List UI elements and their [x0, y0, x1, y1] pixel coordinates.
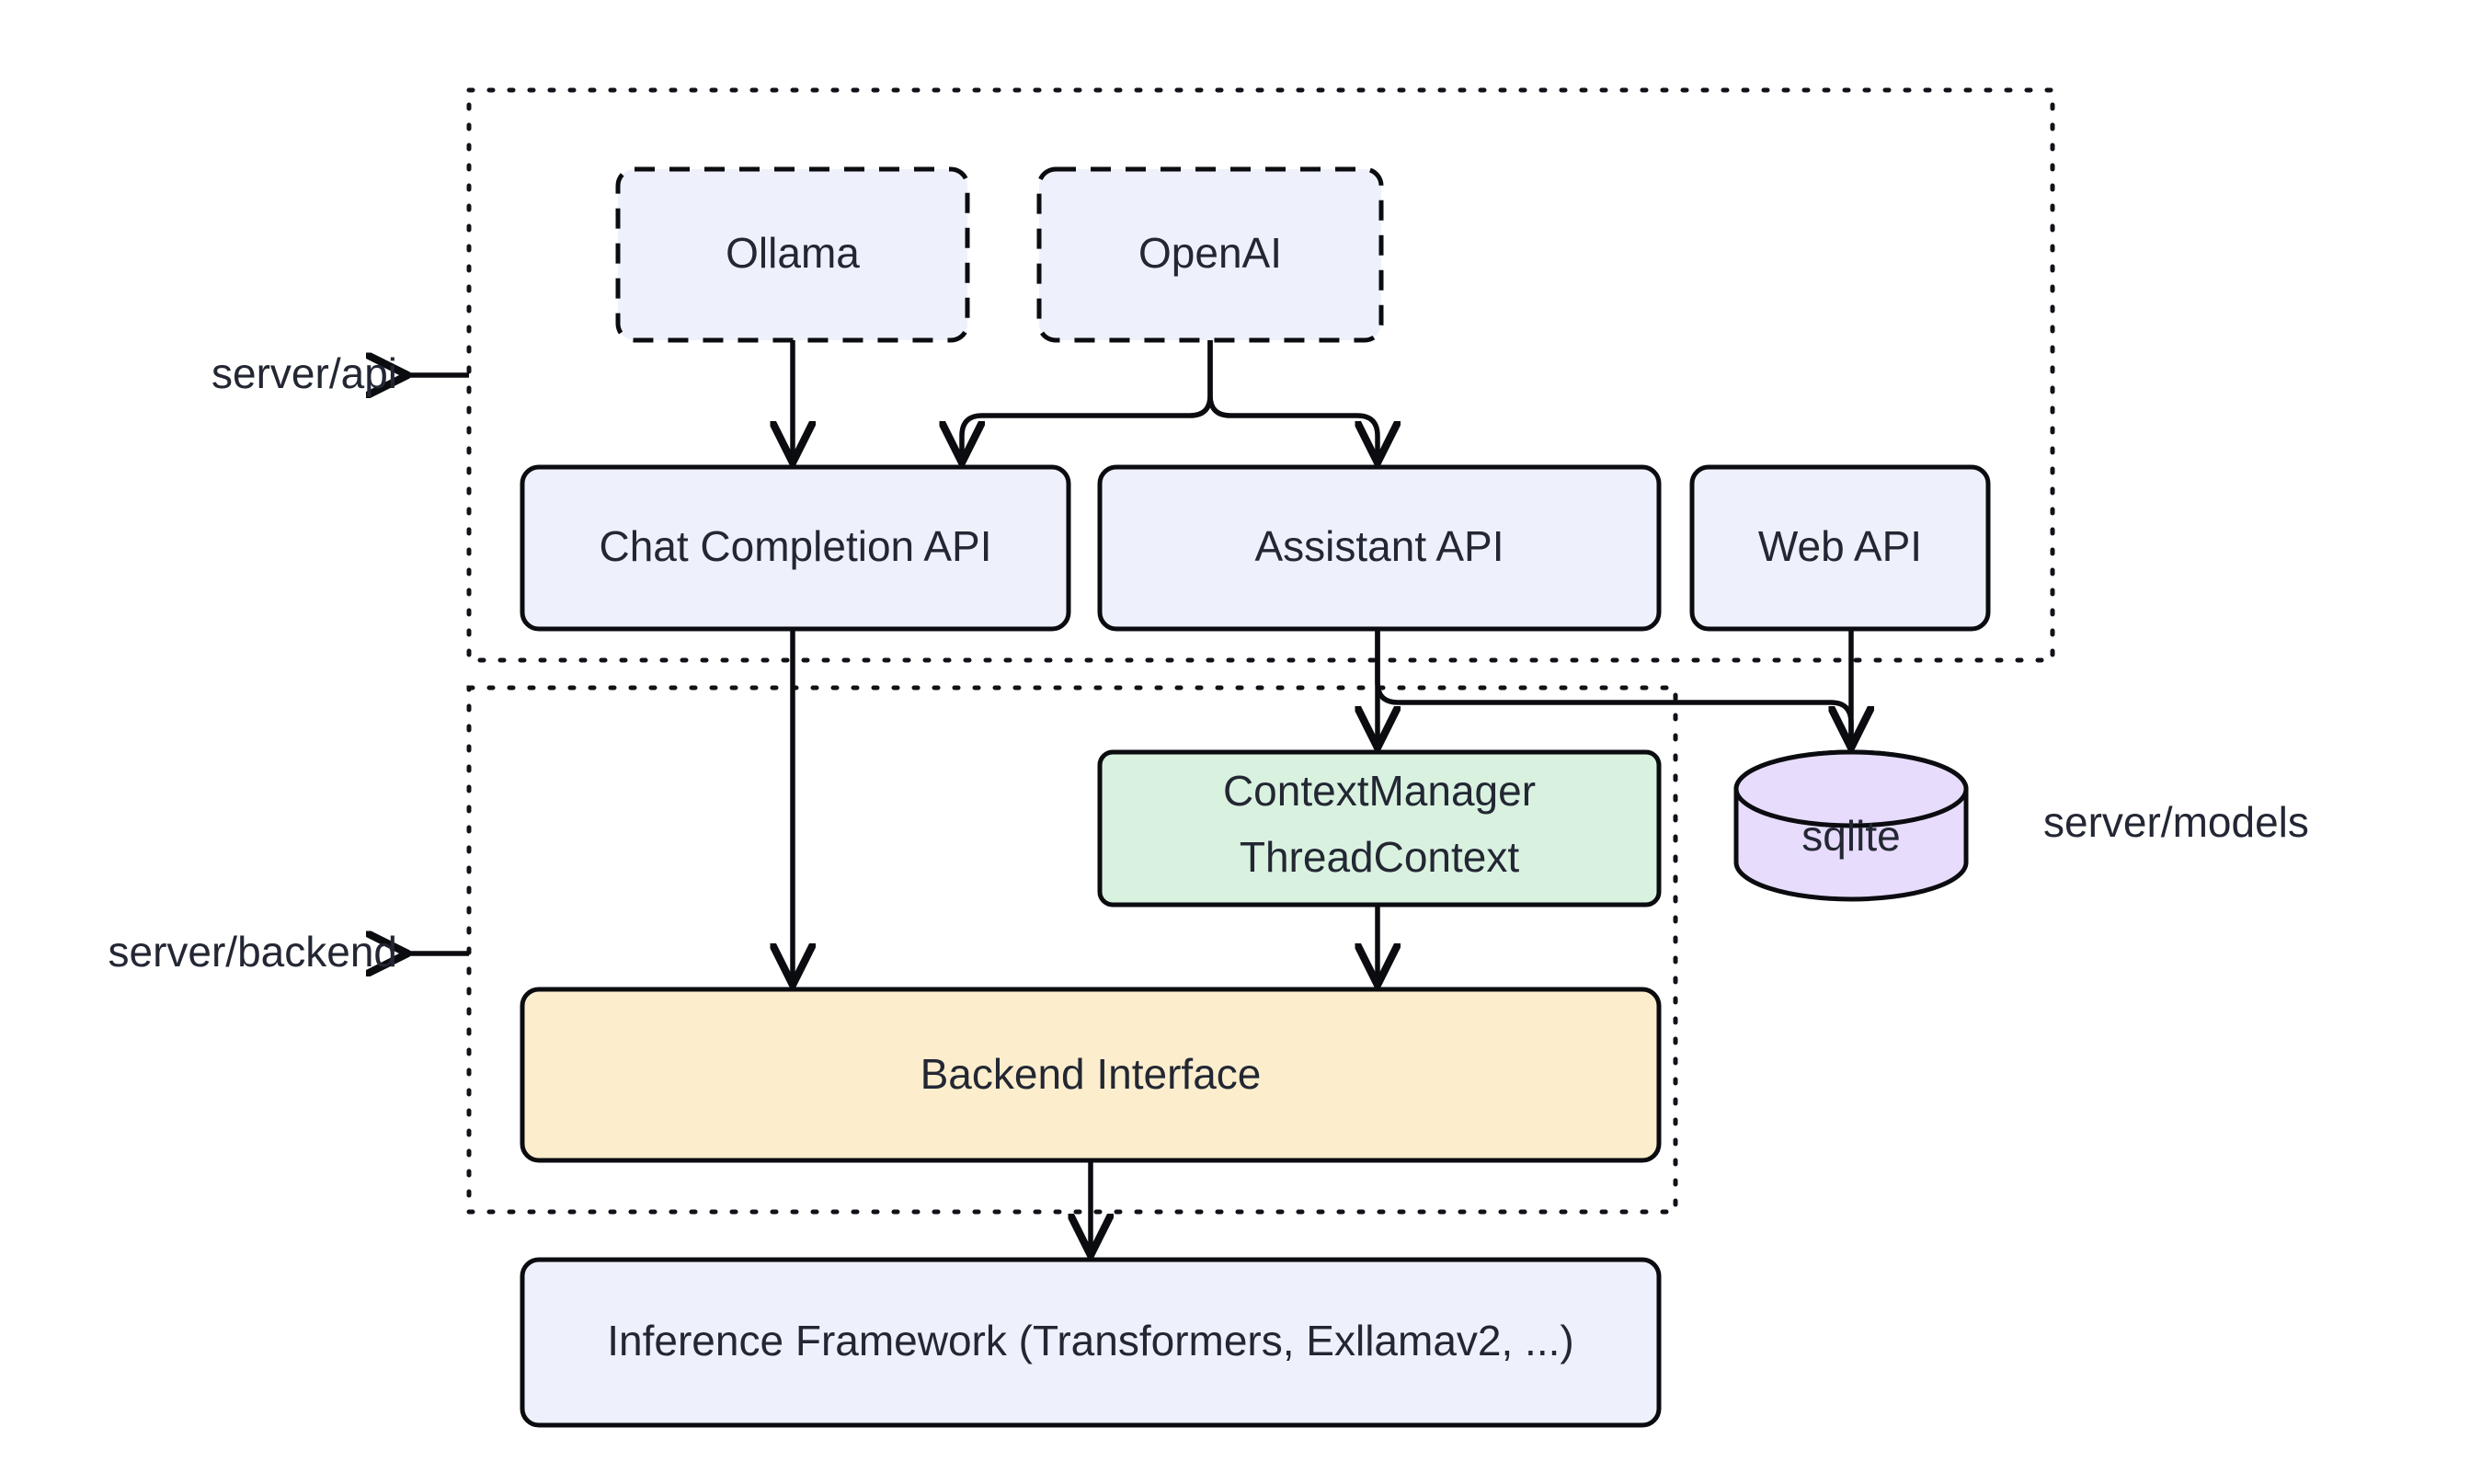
cluster-server-api: server/api — [212, 87, 2055, 663]
edge-openai-to-assistant-api — [1207, 340, 1378, 460]
node-assistant-api[interactable]: Assistant API — [1097, 464, 1662, 632]
node-web-api-shape[interactable] — [1689, 464, 1991, 632]
node-assistant-api-label: Assistant API — [1254, 522, 1504, 570]
node-context-manager[interactable]: ContextManager ThreadContext — [1097, 749, 1662, 908]
node-inference-framework[interactable]: Inference Framework (Transformers, Exlla… — [520, 1257, 1662, 1428]
node-openai-shape[interactable] — [1036, 166, 1384, 343]
node-sqlite-label: sqlite — [1801, 812, 1900, 860]
node-openai-label: OpenAI — [1138, 229, 1282, 277]
node-assistant-api-shape[interactable] — [1097, 464, 1662, 632]
node-web-api[interactable]: Web API — [1689, 464, 1991, 632]
node-openai[interactable]: OpenAI — [1036, 166, 1384, 343]
edge-openai-to-chat-completion-api — [962, 340, 1213, 460]
edge-assistant-api-to-sqlite — [1375, 629, 1851, 745]
cluster-server-backend-border — [466, 685, 1678, 1215]
node-chat-completion-api-shape[interactable] — [520, 464, 1071, 632]
node-ollama-shape[interactable] — [615, 166, 970, 343]
node-chat-completion-api[interactable]: Chat Completion API — [520, 464, 1071, 632]
node-ollama[interactable]: Ollama — [615, 166, 970, 343]
node-backend-interface[interactable]: Backend Interface — [520, 987, 1662, 1163]
node-sqlite[interactable]: sqlite — [1733, 749, 1969, 902]
edge-layer — [793, 340, 1851, 1252]
node-inference-framework-shape[interactable] — [520, 1257, 1662, 1428]
cluster-server-backend: server/backend — [109, 685, 1678, 1215]
node-context-manager-shape[interactable] — [1097, 749, 1662, 908]
cluster-server-api-label: server/api — [212, 349, 397, 397]
node-sqlite-top — [1733, 749, 1969, 828]
node-web-api-label: Web API — [1758, 522, 1922, 570]
node-context-manager-line-1: ContextManager — [1223, 767, 1536, 815]
node-ollama-label: Ollama — [726, 229, 860, 277]
node-inference-framework-label: Inference Framework (Transformers, Exlla… — [607, 1317, 1573, 1364]
node-backend-interface-label: Backend Interface — [921, 1050, 1262, 1098]
node-backend-interface-shape[interactable] — [520, 987, 1662, 1163]
node-chat-completion-api-label: Chat Completion API — [599, 522, 991, 570]
cluster-server-backend-label: server/backend — [109, 928, 398, 976]
cluster-server-api-border — [466, 87, 2055, 663]
cluster-server-models-label: server/models — [2043, 798, 2309, 846]
node-context-manager-line-2: ThreadContext — [1240, 833, 1519, 881]
